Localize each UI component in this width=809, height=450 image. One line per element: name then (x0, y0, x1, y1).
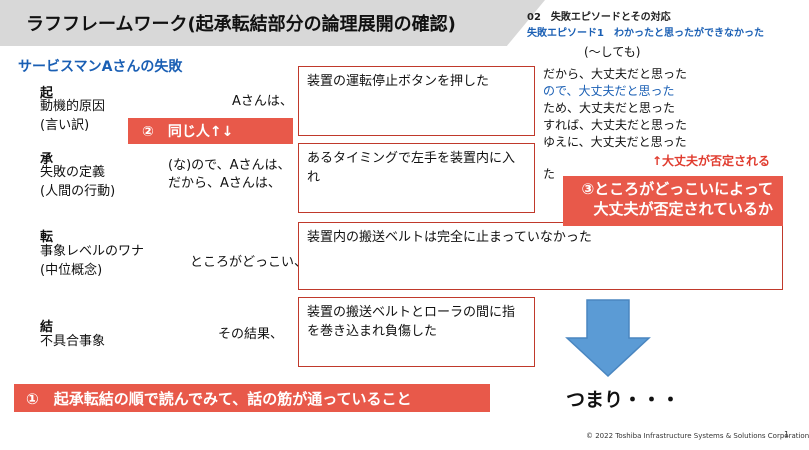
footer-copyright: © 2022 Toshiba Infrastructure Systems & … (586, 432, 809, 440)
section-ki-line-1: 動機的原因 (40, 99, 106, 114)
section-sho-line-1: 失敗の定義 (40, 165, 106, 180)
episode-subtitle: 失敗エピソード1 わかったと思ったができなかった (527, 28, 764, 39)
same-person-tag: ② 同じ人↑↓ (128, 118, 293, 144)
conclusion-text: つまり・・・ (566, 389, 681, 411)
section-head-ketsu: 結 (40, 320, 54, 335)
down-arrow-icon (565, 299, 651, 378)
right-line-4: すれば、大丈夫だと思った (543, 118, 688, 132)
section-subtitle: サービスマンAさんの失敗 (18, 59, 183, 75)
episode-number: 02 失敗エピソードとその対応 (527, 12, 671, 23)
page-title: ラフフレームワーク(起承転結部分の論理展開の確認) (26, 14, 456, 35)
page-number: 1 (784, 430, 790, 439)
section-ten-line-1: 事象レベルのワナ (40, 244, 145, 259)
section-head-sho: 承 (40, 152, 54, 167)
connector-sho-2: だから、Aさんは、 (168, 176, 281, 191)
section-ten-line-2: (中位概念) (40, 263, 103, 278)
tokoro-tag: ③ところがどっこいによって 大丈夫が否定されているか (563, 176, 783, 226)
right-ta: た (543, 167, 556, 181)
section-head-ten: 転 (40, 230, 54, 245)
tokoro-tag-line-2: 大丈夫が否定されているか (593, 200, 773, 218)
box-ki: 装置の運転停止ボタンを押した (298, 66, 535, 136)
connector-sho-1: (な)ので、Aさんは、 (168, 158, 291, 173)
box-sho: あるタイミングで左手を装置内に入れ (298, 143, 535, 213)
section-ki-line-2: (言い訳) (40, 118, 90, 133)
box-ketsu: 装置の搬送ベルトとローラの間に指を巻き込まれ負傷した (298, 297, 535, 367)
right-line-3: ため、大丈夫だと思った (543, 101, 676, 115)
right-paren-note: (～しても) (584, 45, 641, 59)
tokoro-tag-line-1: ③ところがどっこいによって (581, 180, 773, 198)
read-in-order-tag: ① 起承転結の順で読んでみて、話の筋が通っていること (14, 384, 490, 412)
section-ketsu-line-1: 不具合事象 (40, 334, 106, 349)
connector-ki: Aさんは、 (232, 94, 293, 109)
connector-ketsu: その結果、 (218, 327, 284, 342)
denied-note: ↑大丈夫が否定される (652, 154, 771, 168)
box-ten: 装置内の搬送ベルトは完全に止まっていなかった (298, 222, 783, 290)
right-line-2: ので、大丈夫だと思った (543, 84, 675, 98)
right-line-1: だから、大丈夫だと思った (543, 67, 688, 81)
title-band (0, 0, 545, 46)
section-sho-line-2: (人間の行動) (40, 184, 116, 199)
right-line-5: ゆえに、大丈夫だと思った (543, 135, 687, 149)
connector-ten: ところがどっこい、 (190, 255, 308, 270)
section-head-ki: 起 (40, 86, 54, 101)
